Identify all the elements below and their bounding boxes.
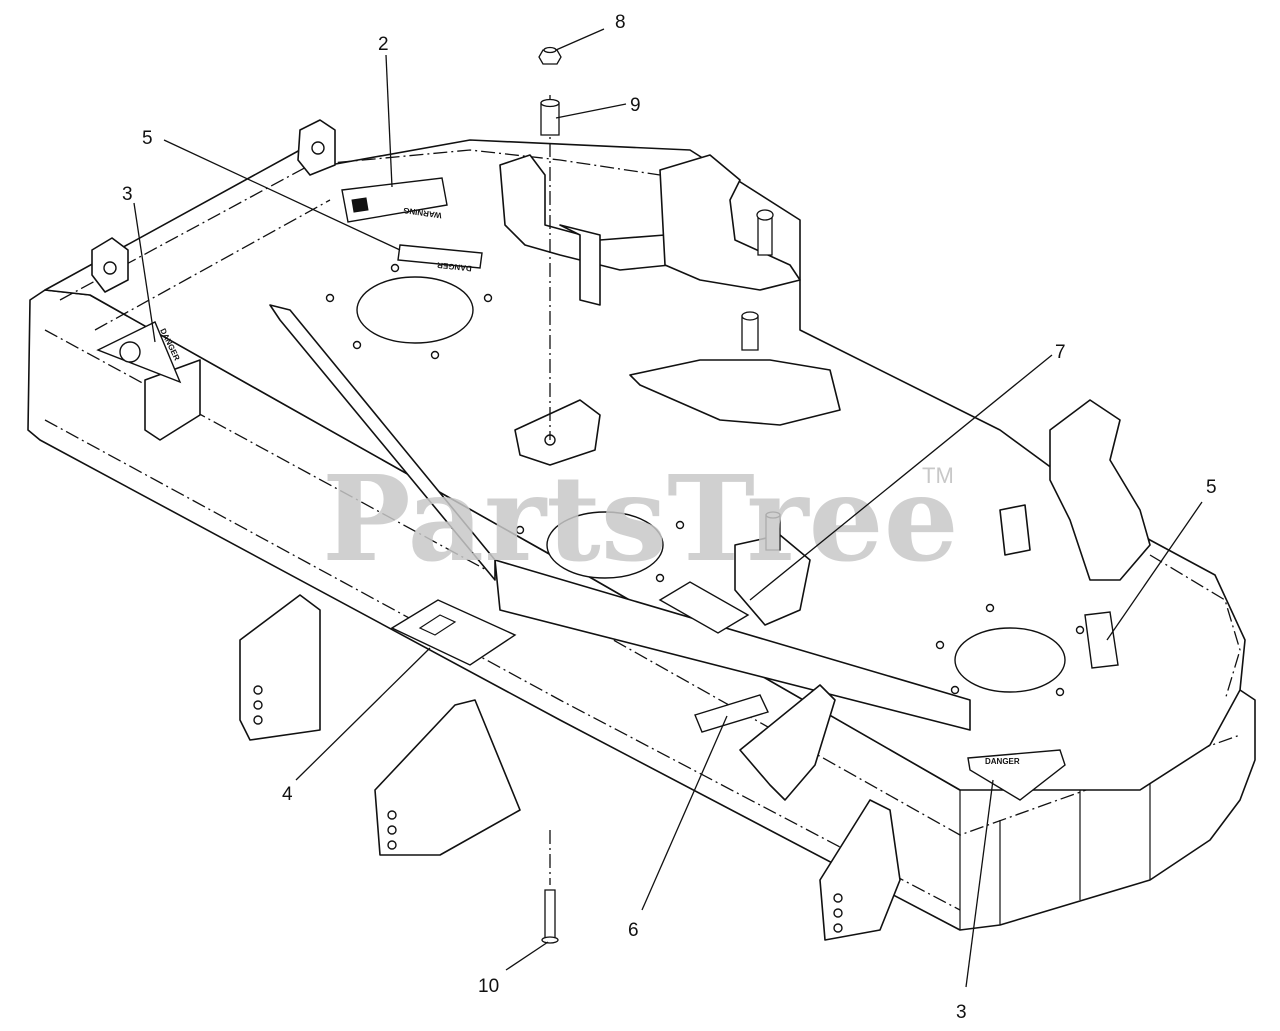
spacer	[540, 102, 560, 136]
decal-instruction	[390, 599, 517, 666]
deck-top	[44, 139, 1246, 791]
idler-arm	[514, 399, 811, 626]
callout-9: 9	[630, 95, 641, 116]
front-brackets	[239, 594, 901, 941]
watermark-trademark: TM	[922, 463, 954, 488]
callout-7: 7	[1055, 342, 1066, 363]
center-baffle	[269, 304, 971, 731]
decal-part-number	[658, 581, 750, 634]
svg-text:DANGER: DANGER	[437, 260, 473, 273]
left-end-brackets	[91, 119, 336, 441]
decal-danger-left: DANGER	[96, 321, 182, 384]
carriage-bolt	[544, 889, 556, 941]
callout-5-left: 5	[142, 128, 153, 149]
callout-3-left: 3	[122, 184, 133, 205]
callout-10: 10	[478, 976, 499, 997]
callouts: 2 3 3 4 5 5 6 7 8 9 10	[122, 12, 1217, 1023]
decal-danger-top: DANGER	[397, 244, 483, 273]
watermark-text: PartsTree	[322, 449, 959, 588]
decal-danger-right	[1084, 611, 1119, 669]
svg-text:DANGER: DANGER	[985, 757, 1020, 766]
callout-4: 4	[282, 784, 293, 805]
decal-caution	[694, 694, 769, 733]
callout-6: 6	[628, 920, 639, 941]
callout-5-right: 5	[1206, 477, 1217, 498]
callout-2: 2	[378, 34, 389, 55]
callout-8: 8	[615, 12, 626, 33]
spindle-openings	[325, 263, 1085, 697]
decal-danger-front: DANGER	[967, 749, 1066, 801]
watermark: PartsTree TM	[322, 449, 959, 588]
leader-lines	[133, 28, 1203, 988]
rear-hitch	[499, 154, 1151, 581]
callout-3-front: 3	[956, 1002, 967, 1023]
